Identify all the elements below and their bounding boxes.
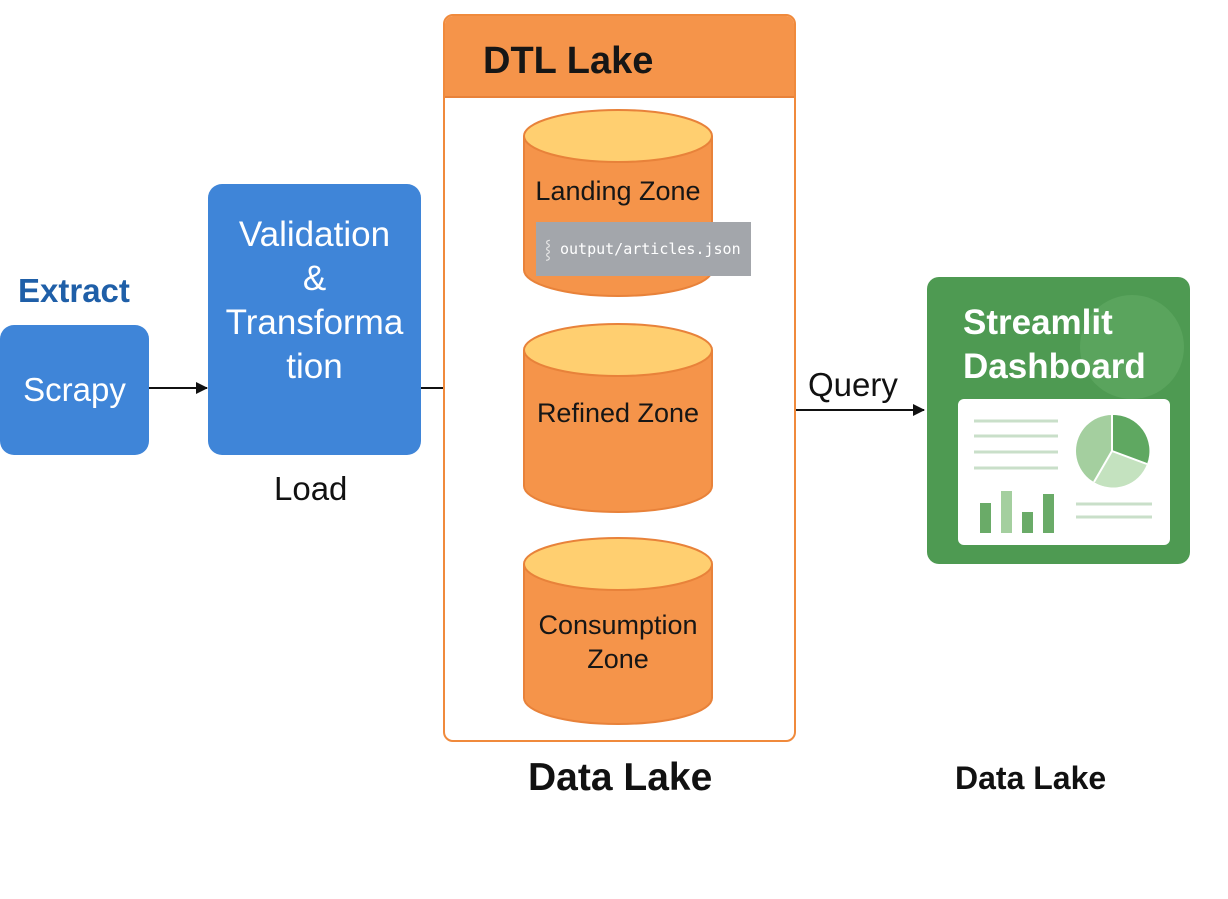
data-lake-caption-center: Data Lake bbox=[528, 756, 713, 799]
data-lake-caption-right: Data Lake bbox=[955, 760, 1107, 796]
query-label: Query bbox=[808, 366, 898, 403]
dashboard-glow bbox=[1080, 295, 1184, 399]
text-lines-icon bbox=[974, 419, 1152, 519]
dtl-lake-header: DTL Lake bbox=[445, 16, 794, 98]
load-label: Load bbox=[274, 470, 348, 507]
json-path-chip: ⸾ output/articles.json bbox=[536, 222, 751, 276]
refined-zone-cylinder bbox=[523, 323, 713, 513]
validation-line-2: & bbox=[302, 258, 327, 298]
dashboard-preview-graphic bbox=[974, 414, 1152, 533]
consumption-zone-cylinder bbox=[523, 537, 713, 725]
scrapy-label: Scrapy bbox=[23, 371, 126, 408]
refined-zone-label: Refined Zone bbox=[536, 398, 700, 428]
consumption-zone-line-2: Zone bbox=[587, 644, 649, 674]
dashboard-title-line-2: Dashboard bbox=[963, 347, 1146, 386]
bar-chart-icon bbox=[980, 491, 1054, 533]
pie-chart-icon bbox=[1076, 414, 1150, 488]
landing-zone-label: Landing Zone bbox=[535, 176, 701, 206]
streamlit-dashboard-box: Streamlit Dashboard bbox=[927, 277, 1190, 564]
json-file-icon: ⸾ bbox=[544, 239, 552, 260]
json-path-text: output/articles.json bbox=[560, 240, 741, 258]
validation-line-3: Transforma bbox=[225, 302, 404, 342]
dtl-lake-title: DTL Lake bbox=[483, 40, 654, 82]
dashboard-preview-card bbox=[958, 399, 1170, 545]
extract-label: Extract bbox=[18, 272, 130, 309]
consumption-zone-label: Consumption Zone bbox=[518, 608, 718, 676]
consumption-zone-line-1: Consumption bbox=[538, 610, 698, 640]
dashboard-title-line-1: Streamlit bbox=[963, 303, 1113, 342]
validation-line-1: Validation bbox=[238, 214, 391, 254]
scrapy-box: Scrapy bbox=[0, 325, 149, 455]
validation-line-4: tion bbox=[286, 346, 343, 386]
validation-transformation-box: Validation & Transforma tion bbox=[208, 184, 421, 455]
dashboard-title: Streamlit Dashboard bbox=[963, 301, 1146, 389]
